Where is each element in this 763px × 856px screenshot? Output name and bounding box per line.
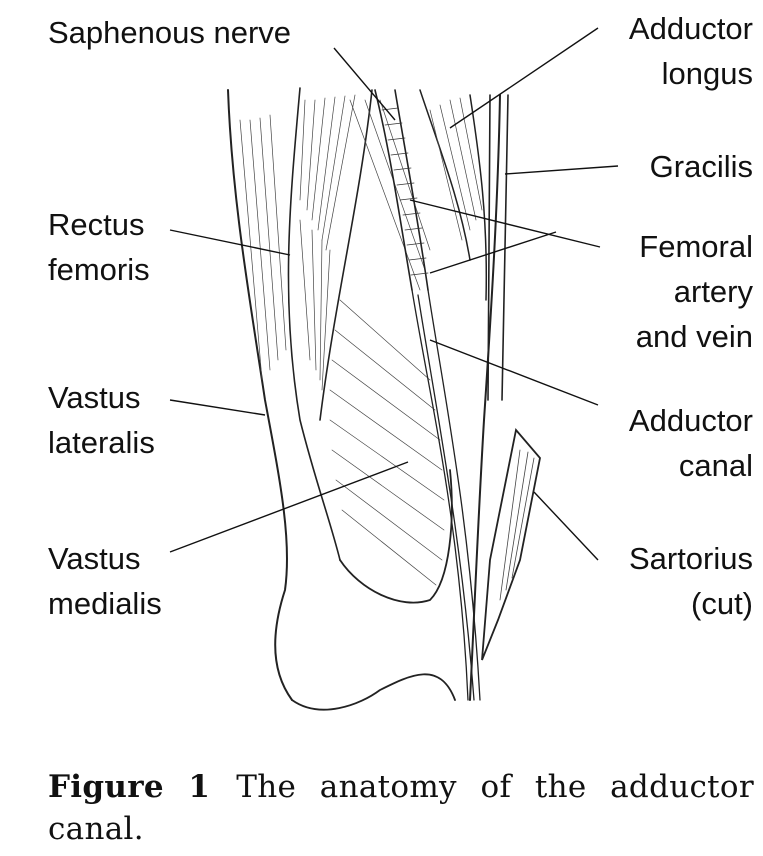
leader-sartorius	[533, 491, 599, 561]
label-vastus-lateralis: Vastus lateralis	[48, 375, 155, 465]
sartorius-fibers	[499, 449, 535, 601]
adductor-longus-muscle	[419, 89, 488, 301]
leader-lines	[169, 27, 619, 561]
label-saphenous-nerve: Saphenous nerve	[48, 15, 292, 50]
label-vastus-medialis: Vastus medialis	[48, 536, 162, 626]
label-rectus-femoris: Rectus femoris	[48, 202, 150, 292]
gracilis-muscle	[487, 94, 509, 401]
thigh-outline-right	[469, 94, 501, 701]
label-adductor-longus-line-1: Adductor	[628, 11, 753, 46]
label-vastus-lateralis-line-1: Vastus	[48, 380, 141, 415]
label-gracilis: Gracilis	[649, 149, 753, 184]
femoral-vessel-hatching	[381, 107, 429, 276]
label-vastus-lateralis-line-2: lateralis	[48, 425, 155, 460]
label-adductor-canal-line-1: Adductor	[628, 403, 753, 438]
leader-adductor-canal	[429, 339, 599, 406]
label-sartorius-line-1: Sartorius	[628, 541, 753, 576]
rectus-femoris-muscle	[287, 87, 373, 561]
sartorius-cut	[481, 428, 541, 661]
rectus-femoris-fibers	[239, 94, 356, 391]
label-adductor-longus: Adductor longus	[629, 6, 753, 96]
leader-rectus-femoris	[169, 229, 291, 256]
label-vastus-medialis-line-2: medialis	[48, 586, 162, 621]
thigh-outline-left	[227, 89, 293, 701]
label-femoral-line-3: and vein	[635, 319, 753, 354]
leader-vastus-lateralis	[169, 399, 266, 416]
label-femoral-line-1: Femoral	[639, 229, 753, 264]
leader-gracilis	[504, 165, 619, 175]
label-adductor-canal-line-2: canal	[678, 448, 753, 483]
label-rectus-femoris-line-1: Rectus	[48, 207, 145, 242]
adductor-longus-fibers	[429, 97, 483, 241]
femoral-artery-vein	[374, 89, 429, 291]
leader-vastus-medialis	[169, 461, 409, 553]
knee-outline	[291, 673, 456, 711]
leader-adductor-longus	[449, 27, 599, 129]
label-sartorius-line-2: (cut)	[691, 586, 753, 621]
label-vastus-medialis-line-1: Vastus	[48, 541, 141, 576]
adductor-canal	[411, 289, 481, 701]
label-rectus-femoris-line-2: femoris	[48, 252, 150, 287]
label-femoral-line-2: artery	[673, 274, 753, 309]
leader-femoral-2	[429, 231, 557, 274]
label-adductor-longus-line-2: longus	[661, 56, 753, 91]
label-adductor-canal: Adductor canal	[629, 398, 753, 488]
leader-femoral-1	[409, 199, 601, 248]
label-femoral-artery-vein: Femoral artery and vein	[636, 224, 753, 359]
label-sartorius: Sartorius (cut)	[629, 536, 753, 626]
vastus-medialis-fibers	[329, 99, 445, 586]
caption-text: The anatomy of the adductor canal.	[48, 769, 754, 847]
thigh-drawing	[227, 87, 541, 711]
figure-number: Figure 1	[48, 769, 211, 805]
leader-saphenous-nerve	[333, 47, 396, 121]
vastus-medialis-muscle	[339, 469, 453, 604]
